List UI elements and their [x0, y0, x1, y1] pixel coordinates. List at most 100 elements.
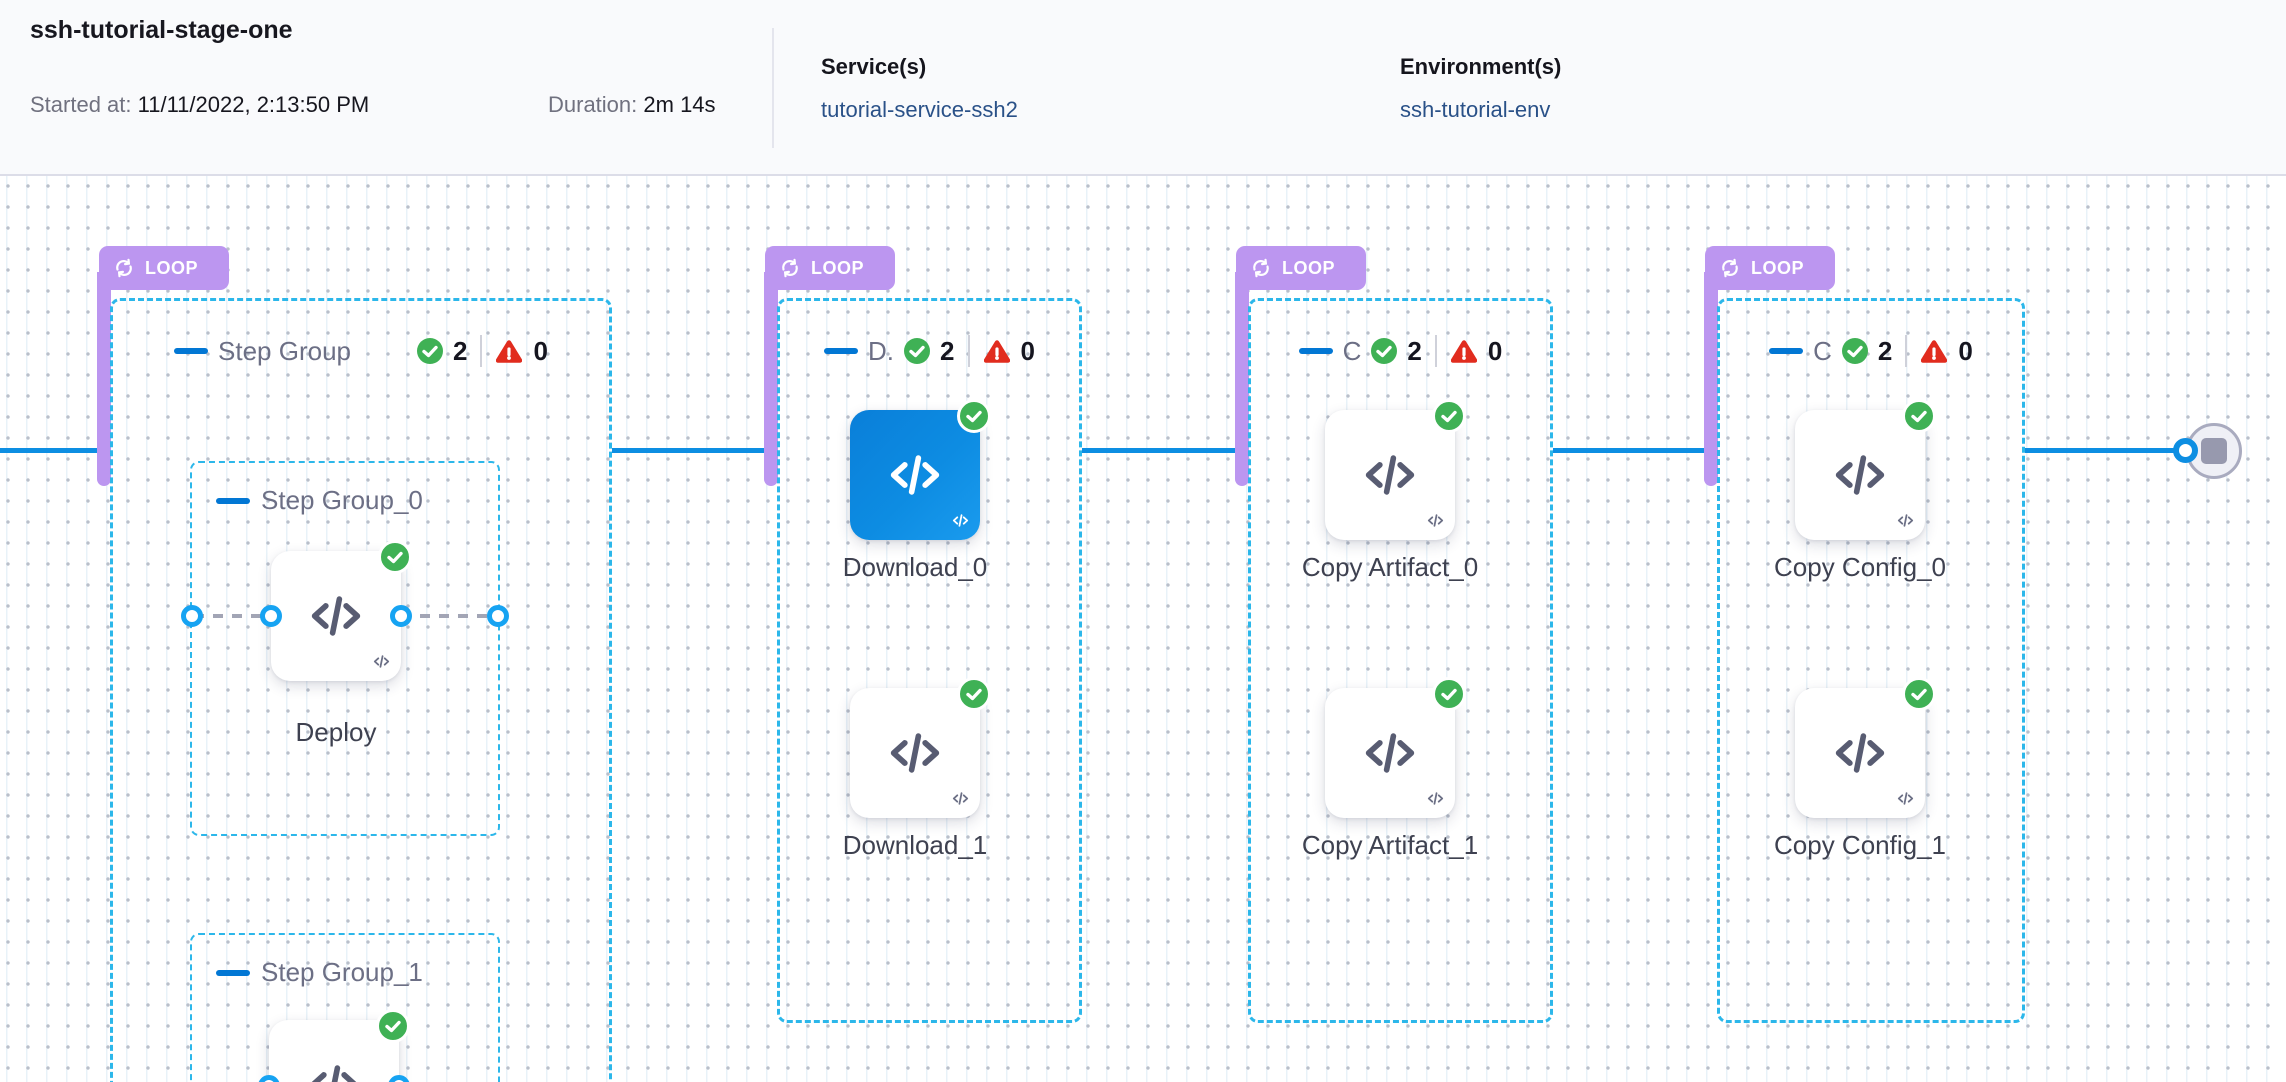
command-mini-icon — [951, 512, 970, 533]
end-port — [2173, 438, 2198, 463]
failed-count: 0 — [533, 335, 548, 366]
step-node-copy-artifact-0[interactable] — [1325, 410, 1455, 540]
step-node-download-1[interactable] — [850, 688, 980, 818]
code-step-icon — [1363, 448, 1417, 502]
step-label: Copy Config_1 — [1774, 830, 1946, 860]
loop-badge: LOOP — [99, 246, 229, 290]
step-group-0-title: Step Group_0 — [261, 485, 423, 515]
collapse-minus-icon[interactable] — [1298, 348, 1333, 354]
loop-icon — [1253, 258, 1269, 278]
service-link[interactable]: tutorial-service-ssh2 — [821, 97, 1018, 122]
success-status-badge — [957, 399, 991, 433]
pipeline-graph-canvas[interactable]: LOOP Step Group 2 0 Step Group_0 Deploy — [0, 176, 2286, 1082]
step-label: Copy Artifact_0 — [1301, 552, 1479, 582]
failed-count-icon — [1920, 338, 1948, 364]
copy-config-group-container[interactable]: C 2 0 — [1717, 298, 2025, 1023]
step-node-copy-config-1[interactable] — [1795, 688, 1925, 818]
port — [260, 605, 282, 627]
command-mini-icon — [372, 653, 391, 674]
success-count: 2 — [940, 335, 955, 366]
step-label: Copy Artifact_1 — [1301, 830, 1479, 860]
loop-badge-label: LOOP — [1282, 257, 1336, 278]
code-step-icon — [309, 589, 363, 643]
success-status-badge — [378, 540, 412, 574]
collapse-minus-icon[interactable] — [216, 497, 250, 504]
loop-strip — [1704, 272, 1718, 486]
step-group-1-header: Step Group_1 — [216, 957, 423, 988]
execution-header: ssh-tutorial-stage-one Started at: 11/11… — [0, 0, 2286, 176]
success-count-icon — [1841, 338, 1868, 364]
collapse-minus-icon[interactable] — [1769, 348, 1804, 354]
edge-g1-g2 — [612, 448, 764, 453]
started-at-label: Started at: — [30, 92, 138, 117]
stage-title: ssh-tutorial-stage-one — [30, 16, 293, 44]
collapse-minus-icon[interactable] — [216, 969, 250, 976]
loop-icon — [1722, 258, 1738, 278]
step-node-deploy[interactable] — [271, 551, 401, 681]
step-group-1-title: Step Group_1 — [261, 957, 423, 987]
started-at-value: 11/11/2022, 2:13:50 PM — [137, 92, 370, 117]
failed-count: 0 — [1958, 335, 1973, 366]
success-status-badge — [957, 677, 991, 711]
code-mini-glyph — [952, 513, 969, 528]
port — [388, 1075, 410, 1082]
count-divider — [1905, 335, 1908, 367]
loop-strip — [764, 272, 778, 486]
success-status-badge — [1902, 677, 1936, 711]
code-mini-glyph — [1897, 791, 1914, 806]
failed-count-icon — [1450, 338, 1478, 364]
failed-count: 0 — [1020, 335, 1035, 366]
loop-strip — [1235, 272, 1249, 486]
environment-link[interactable]: ssh-tutorial-env — [1400, 97, 1551, 122]
edge-start — [0, 448, 100, 453]
count-divider — [967, 335, 970, 367]
environments-label: Environment(s) — [1400, 54, 1562, 79]
code-mini-glyph — [1427, 513, 1444, 528]
pipeline-end-node[interactable] — [2186, 423, 2242, 479]
code-step-icon — [1833, 448, 1887, 502]
step-group-container[interactable]: Step Group 2 0 — [110, 298, 612, 1082]
header-divider — [772, 28, 774, 148]
count-divider — [480, 335, 483, 367]
copy-artifact-group-container[interactable]: C 2 0 — [1248, 298, 1553, 1023]
collapse-minus-icon[interactable] — [174, 348, 209, 354]
command-mini-icon — [1426, 512, 1445, 533]
loop-badge: LOOP — [765, 246, 895, 290]
step-group-header: Step Group 2 0 — [113, 331, 609, 371]
count-divider — [1434, 335, 1437, 367]
code-mini-glyph — [1897, 513, 1914, 528]
step-label: Deploy — [295, 717, 377, 747]
collapse-minus-icon[interactable] — [824, 348, 859, 354]
failed-count-icon — [983, 338, 1011, 364]
code-mini-glyph — [952, 791, 969, 806]
step-node-download-0[interactable] — [850, 410, 980, 540]
success-count-icon — [417, 338, 444, 364]
code-step-icon — [307, 1058, 361, 1082]
download-group-header: D. 2 0 — [780, 331, 1079, 371]
success-status-badge — [1432, 399, 1466, 433]
loop-badge: LOOP — [1705, 246, 1835, 290]
stop-square-icon — [2201, 438, 2227, 464]
copy-artifact-group-title: C — [1342, 335, 1362, 366]
duration: Duration: 2m 14s — [548, 92, 716, 118]
command-mini-icon — [1896, 512, 1915, 533]
failed-count-icon — [495, 338, 523, 364]
step-label: Download_0 — [842, 552, 988, 582]
code-mini-glyph — [1427, 791, 1444, 806]
loop-strip — [97, 272, 111, 486]
step-node-copy-config-0[interactable] — [1795, 410, 1925, 540]
step-group-1-container[interactable]: Step Group_1 — [190, 933, 500, 1082]
step-group-0-container[interactable]: Step Group_0 — [190, 461, 500, 836]
code-step-icon — [1363, 726, 1417, 780]
success-count-icon — [904, 338, 931, 364]
copy-config-group-header: C 2 0 — [1720, 331, 2022, 371]
loop-badge-label: LOOP — [811, 257, 865, 278]
duration-value: 2m 14s — [643, 92, 716, 117]
copy-artifact-group-header: C 2 0 — [1251, 331, 1550, 371]
services-label: Service(s) — [821, 54, 927, 79]
success-count: 2 — [453, 335, 468, 366]
download-group-container[interactable]: D. 2 0 — [777, 298, 1082, 1023]
edge-g4-end — [2025, 448, 2180, 453]
success-count: 2 — [1407, 335, 1422, 366]
step-node-copy-artifact-1[interactable] — [1325, 688, 1455, 818]
